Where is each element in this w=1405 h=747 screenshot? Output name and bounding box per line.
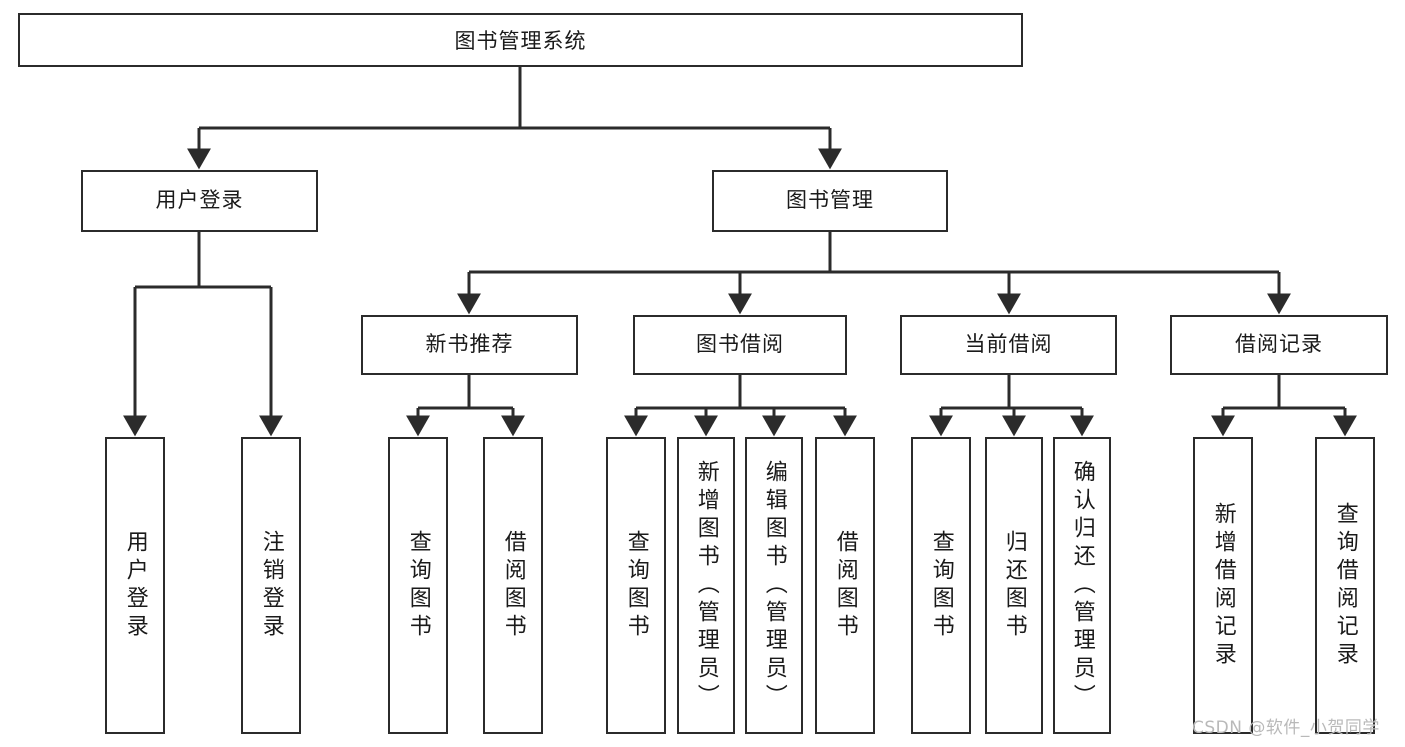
- leaf-logout[interactable]: 注销登录: [241, 437, 301, 734]
- node-label: 查询图书: [928, 529, 954, 642]
- leaf-user-login[interactable]: 用户登录: [105, 437, 165, 734]
- leaf-query-book-borrow[interactable]: 查询图书: [606, 437, 666, 734]
- node-book-borrow[interactable]: 图书借阅: [633, 315, 847, 375]
- node-book-management[interactable]: 图书管理: [712, 170, 948, 232]
- leaf-return-book[interactable]: 归还图书: [985, 437, 1043, 734]
- node-label: 借阅记录: [1235, 332, 1323, 357]
- node-label: 查询图书: [405, 529, 431, 642]
- node-label: 新增借阅记录: [1210, 501, 1236, 670]
- node-label: 查询图书: [623, 529, 649, 642]
- node-label: 借阅图书: [832, 529, 858, 642]
- node-label: 图书管理系统: [454, 29, 587, 53]
- node-label: 归还图书: [1001, 529, 1027, 642]
- node-label: 图书借阅: [696, 332, 784, 357]
- node-label: 新增图书（管理员）: [693, 459, 719, 712]
- leaf-borrow-book[interactable]: 借阅图书: [815, 437, 875, 734]
- leaf-edit-book-admin[interactable]: 编辑图书（管理员）: [745, 437, 803, 734]
- node-label: 编辑图书（管理员）: [761, 459, 787, 712]
- leaf-add-borrow-record[interactable]: 新增借阅记录: [1193, 437, 1253, 734]
- node-label: 注销登录: [258, 529, 284, 642]
- node-label: 查询借阅记录: [1332, 501, 1358, 670]
- node-label: 新书推荐: [425, 332, 514, 357]
- node-new-book-recommend[interactable]: 新书推荐: [361, 315, 578, 375]
- watermark: CSDN @软件_小贺同学: [1192, 718, 1380, 738]
- leaf-query-borrow-record[interactable]: 查询借阅记录: [1315, 437, 1375, 734]
- node-label: 确认归还（管理员）: [1069, 459, 1095, 712]
- leaf-confirm-return-admin[interactable]: 确认归还（管理员）: [1053, 437, 1111, 734]
- node-user-login[interactable]: 用户登录: [81, 170, 318, 232]
- node-label: 借阅图书: [500, 529, 526, 642]
- node-root-system[interactable]: 图书管理系统: [18, 13, 1023, 67]
- node-label: 用户登录: [155, 188, 244, 213]
- node-label: 图书管理: [786, 188, 874, 213]
- node-label: 当前借阅: [964, 332, 1053, 357]
- leaf-query-book-recommend[interactable]: 查询图书: [388, 437, 448, 734]
- node-label: 用户登录: [122, 529, 148, 642]
- node-current-borrow[interactable]: 当前借阅: [900, 315, 1117, 375]
- leaf-query-book-current[interactable]: 查询图书: [911, 437, 971, 734]
- leaf-borrow-book-recommend[interactable]: 借阅图书: [483, 437, 543, 734]
- leaf-add-book-admin[interactable]: 新增图书（管理员）: [677, 437, 735, 734]
- node-borrow-record[interactable]: 借阅记录: [1170, 315, 1388, 375]
